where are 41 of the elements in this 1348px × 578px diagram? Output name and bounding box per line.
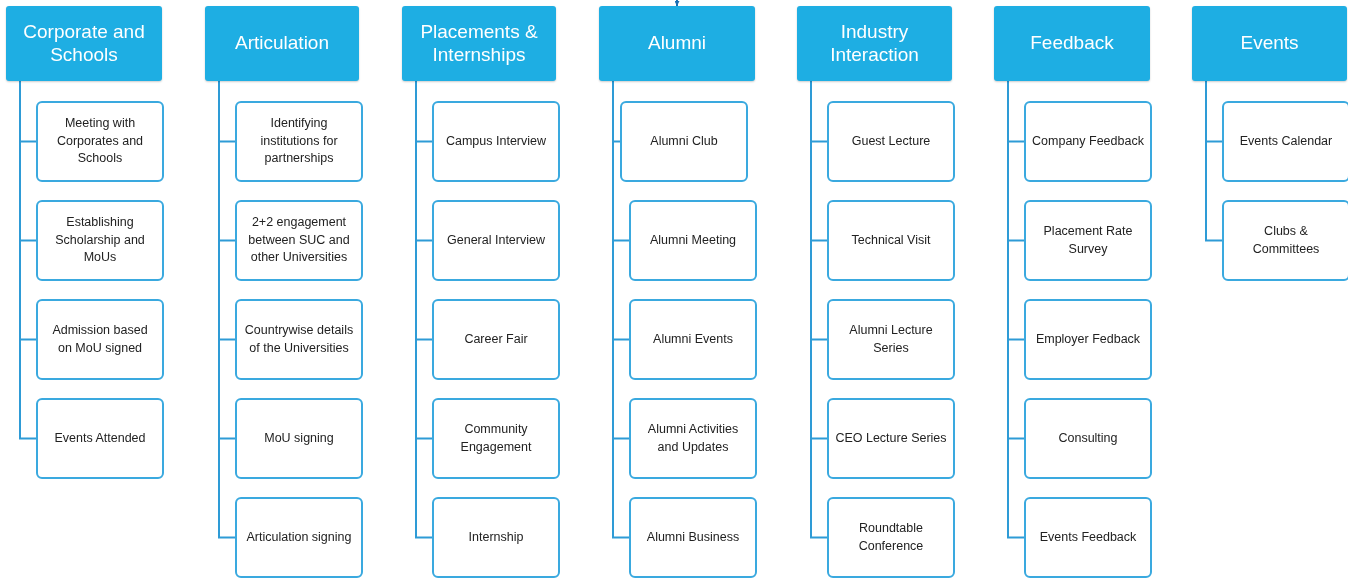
item-box: Events Calendar	[1222, 101, 1348, 182]
item-box: Campus Interview	[432, 101, 560, 182]
item-box: Admission based on MoU signed	[36, 299, 164, 380]
item-box: Alumni Club	[620, 101, 748, 182]
item-box: Placement Rate Survey	[1024, 200, 1152, 281]
item-box: Events Feedback	[1024, 497, 1152, 578]
item-box: General Interview	[432, 200, 560, 281]
item-box: Company Feedback	[1024, 101, 1152, 182]
category-header: Placements & Internships	[402, 6, 556, 81]
item-box: Articulation signing	[235, 497, 363, 578]
item-box: Technical Visit	[827, 200, 955, 281]
item-box: Career Fair	[432, 299, 560, 380]
item-box: Community Engagement	[432, 398, 560, 479]
item-box: Alumni Events	[629, 299, 757, 380]
item-box: Meeting with Corporates and Schools	[36, 101, 164, 182]
category-header: Alumni	[599, 6, 755, 81]
item-box: MoU signing	[235, 398, 363, 479]
item-box: Establishing Scholarship and MoUs	[36, 200, 164, 281]
item-box: Alumni Business	[629, 497, 757, 578]
item-box: 2+2 engagement between SUC and other Universities	[235, 200, 363, 281]
connector-line	[1205, 80, 1223, 242]
item-box: Roundtable Conference	[827, 497, 955, 578]
arrow	[674, 0, 680, 7]
item-box: Alumni Activities and Updates	[629, 398, 757, 479]
category-header: Feedback	[994, 6, 1150, 81]
item-box: Alumni Meeting	[629, 200, 757, 281]
item-box: Countrywise details of the Universities	[235, 299, 363, 380]
item-box: Employer Fedback	[1024, 299, 1152, 380]
item-box: Consulting	[1024, 398, 1152, 479]
item-box: Alumni Lecture Series	[827, 299, 955, 380]
item-box: Events Attended	[36, 398, 164, 479]
item-box: Internship	[432, 497, 560, 578]
item-box: CEO Lecture Series	[827, 398, 955, 479]
category-header: Industry Interaction	[797, 6, 952, 81]
item-box: Guest Lecture	[827, 101, 955, 182]
item-box: Identifying institutions for partnerships	[235, 101, 363, 182]
category-header: Events	[1192, 6, 1347, 81]
connector-line	[19, 80, 37, 440]
category-header: Corporate and Schools	[6, 6, 162, 81]
item-box: Clubs & Committees	[1222, 200, 1348, 281]
category-header: Articulation	[205, 6, 359, 81]
